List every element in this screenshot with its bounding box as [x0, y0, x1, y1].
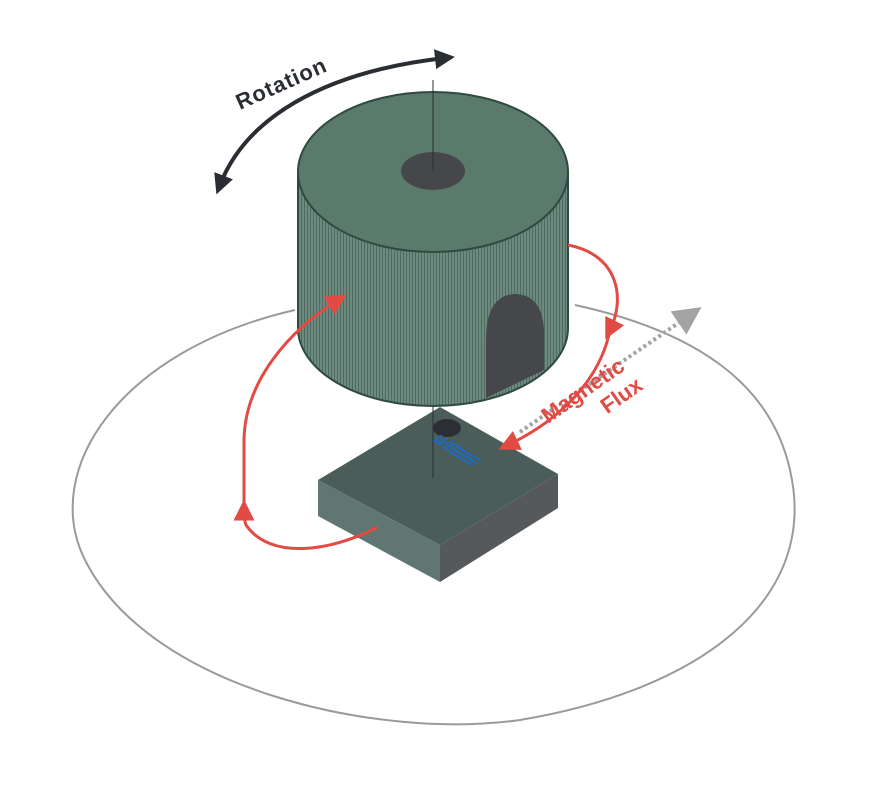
measurement-axis-arrow: [518, 307, 702, 434]
chip-top-face: [318, 407, 558, 545]
magnet-side-opening: [486, 294, 544, 398]
magnetic-flux-label: Magnetic Flux: [537, 353, 648, 428]
flux-arrow-left-lower: [233, 499, 379, 551]
chip-pin1-dot: [433, 419, 461, 437]
chip-left-face: [318, 480, 440, 582]
rotation-label: Rotation: [232, 52, 331, 114]
chip-right-face: [440, 474, 558, 582]
rotation-arrow: [214, 49, 455, 195]
flux-arrow-right: [567, 243, 625, 340]
flux-arrow-right-lower: [498, 329, 612, 450]
sensor-chip: WE: [318, 407, 558, 582]
flux-arrow-left-upper: [242, 294, 347, 510]
ring-magnet: [297, 80, 569, 407]
orbit-ellipse-left: [71, 304, 796, 726]
